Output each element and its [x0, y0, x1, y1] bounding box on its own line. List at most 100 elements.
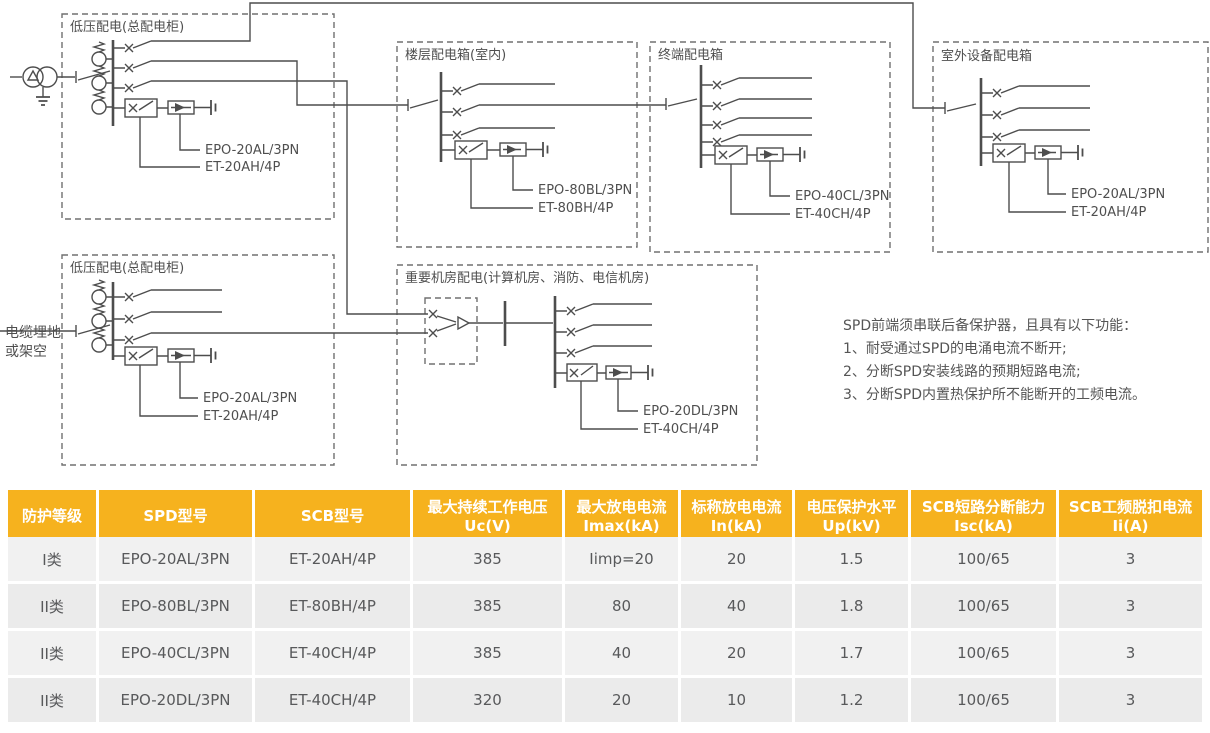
- box-main-top: [61, 13, 335, 220]
- header-line: Ii(A): [1112, 516, 1149, 535]
- table-cell: 320: [413, 678, 562, 722]
- main-bottom-circuit: EPO-20AL/3PN ET-20AH/4P: [0, 279, 428, 424]
- breaker-icon: [124, 98, 158, 118]
- col-header-scb-model: SCB型号: [255, 490, 410, 543]
- col-header-ii: SCB工频脱扣电流 Ii(A): [1059, 490, 1202, 543]
- spd-label: EPO-40CL/3PN: [795, 189, 889, 204]
- breaker-icon: [454, 140, 488, 160]
- spd-icon: [167, 100, 195, 115]
- ground-icon: [1077, 145, 1084, 160]
- surge-arrester-icon: [91, 41, 112, 115]
- note-line-1: SPD前端须串联后备保护器，且具有以下功能：: [843, 317, 1137, 334]
- table-cell: ET-40CH/4P: [255, 678, 410, 722]
- box-terminal: [649, 41, 891, 253]
- note-line-2: 1、耐受通过SPD的电涌电流不断开;: [843, 341, 1067, 357]
- header-line: 最大放电电流: [576, 497, 667, 516]
- header-line: SCB短路分断能力: [921, 497, 1046, 516]
- box-machine-room: [396, 264, 758, 466]
- header-line: SPD型号: [143, 507, 208, 526]
- table-cell: II类: [8, 631, 96, 675]
- header-line: Up(kV): [822, 516, 881, 535]
- box-title-machine-room: 重要机房配电(计算机房、消防、电信机房): [405, 270, 649, 286]
- table-cell: EPO-40CL/3PN: [99, 631, 252, 675]
- spd-icon: [756, 147, 784, 162]
- scb-label: ET-40CH/4P: [795, 207, 871, 222]
- box-outdoor: [932, 41, 1209, 253]
- breaker-icon: [566, 363, 598, 382]
- scb-label: ET-80BH/4P: [538, 201, 614, 216]
- table-cell: 10: [681, 678, 792, 722]
- header-line: In(kA): [710, 516, 763, 535]
- table-cell: 100/65: [911, 584, 1056, 628]
- table-cell: 385: [413, 537, 562, 581]
- spd-icon: [499, 142, 527, 157]
- table-cell: 40: [565, 631, 678, 675]
- header-line: SCB型号: [300, 507, 365, 526]
- box-title-main-top: 低压配电(总配电柜): [70, 20, 184, 35]
- table-cell: 385: [413, 584, 562, 628]
- col-header-isc: SCB短路分断能力 Isc(kA): [911, 490, 1056, 543]
- surge-arrester-icon: [91, 279, 112, 353]
- ground-icon: [210, 348, 217, 363]
- note-line-4: 3、分断SPD内置热保护所不能断开的工频电流。: [843, 387, 1146, 403]
- main-top-circuit: EPO-20AL/3PN ET-20AH/4P: [57, 2, 945, 315]
- table-cell: 100/65: [911, 678, 1056, 722]
- table-cell: EPO-80BL/3PN: [99, 584, 252, 628]
- ground-icon: [647, 365, 654, 380]
- header-line: 防护等级: [21, 507, 82, 526]
- table-cell: 80: [565, 584, 678, 628]
- box-title-main-bottom: 低压配电(总配电柜): [70, 261, 184, 276]
- box-title-outdoor: 室外设备配电箱: [941, 48, 1032, 64]
- scb-label: ET-20AH/4P: [1071, 205, 1147, 220]
- spec-table: 防护等级 SPD型号 SCB型号 最大持续工作电压 Uc(V) 最大放电电流 I…: [8, 490, 1202, 722]
- table-cell: ET-20AH/4P: [255, 537, 410, 581]
- ats-icon: [428, 301, 553, 346]
- table-cell: ET-40CH/4P: [255, 631, 410, 675]
- machine-room-circuit: EPO-20DL/3PN ET-40CH/4P: [428, 296, 738, 437]
- table-cell: ET-80BH/4P: [255, 584, 410, 628]
- scb-label: ET-20AH/4P: [205, 160, 281, 175]
- spd-label: EPO-20DL/3PN: [643, 404, 738, 419]
- col-header-level: 防护等级: [8, 490, 96, 543]
- source-label-line2: 或架空: [5, 344, 47, 360]
- spd-icon: [605, 365, 632, 380]
- table-cell: II类: [8, 678, 96, 722]
- note-line-3: 2、分断SPD安装线路的预期短路电流;: [843, 364, 1081, 380]
- table-cell: II类: [8, 584, 96, 628]
- breaker-icon: [714, 145, 748, 165]
- single-line-diagram: 低压配电(总配电柜) 楼层配电箱(室内) 终端配电箱 室外设备配电箱 低压配电(…: [0, 2, 1209, 466]
- col-header-imax: 最大放电电流 Imax(kA): [565, 490, 678, 543]
- scb-label: ET-20AH/4P: [203, 409, 279, 424]
- table-cell: 1.2: [795, 678, 908, 722]
- spd-label: EPO-80BL/3PN: [538, 183, 632, 198]
- box-floor: [396, 41, 638, 248]
- table-cell: I类: [8, 537, 96, 581]
- spd-label: EPO-20AL/3PN: [203, 391, 297, 406]
- table-cell: 3: [1059, 678, 1202, 722]
- box-title-floor: 楼层配电箱(室内): [405, 47, 506, 63]
- col-header-uc: 最大持续工作电压 Uc(V): [413, 490, 562, 543]
- table-cell: EPO-20DL/3PN: [99, 678, 252, 722]
- ground-icon: [210, 100, 217, 115]
- box-main-bottom: [61, 254, 335, 466]
- ground-icon: [36, 87, 50, 106]
- spd-label: EPO-20AL/3PN: [205, 143, 299, 158]
- table-cell: 1.7: [795, 631, 908, 675]
- table-cell: 3: [1059, 631, 1202, 675]
- header-line: 最大持续工作电压: [427, 497, 548, 516]
- header-line: SCB工频脱扣电流: [1068, 497, 1193, 516]
- col-header-spd-model: SPD型号: [99, 490, 252, 543]
- transformer-icon: [10, 66, 58, 88]
- table-cell: 20: [681, 537, 792, 581]
- table-cell: 3: [1059, 537, 1202, 581]
- header-line: Uc(V): [464, 516, 511, 535]
- table-cell: 40: [681, 584, 792, 628]
- floor-circuit: EPO-80BL/3PN ET-80BH/4P: [407, 72, 666, 216]
- table-cell: 1.5: [795, 537, 908, 581]
- table-cell: 20: [565, 678, 678, 722]
- header-line: Isc(kA): [954, 516, 1013, 535]
- box-title-terminal: 终端配电箱: [658, 47, 723, 63]
- table-cell: 1.8: [795, 584, 908, 628]
- ground-icon: [799, 147, 806, 162]
